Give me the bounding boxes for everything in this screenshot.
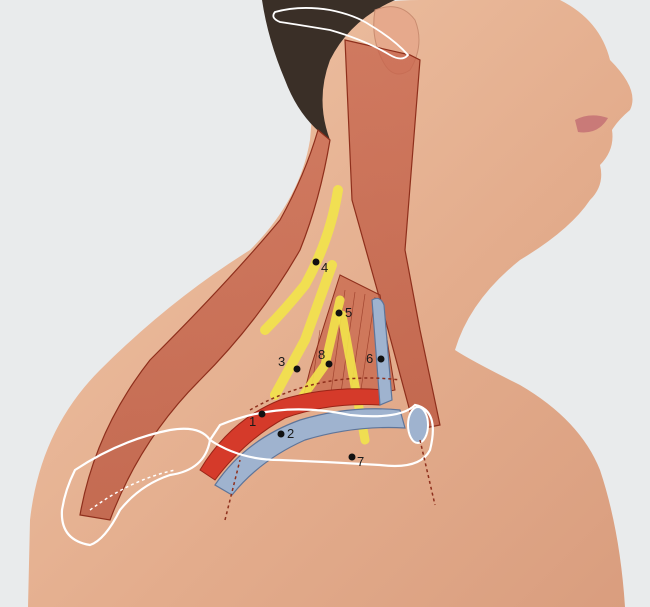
label-3: 3 — [278, 354, 285, 369]
label-dot-4 — [313, 259, 320, 266]
label-6: 6 — [366, 351, 373, 366]
label-1: 1 — [249, 414, 256, 429]
label-4: 4 — [321, 260, 328, 275]
clavicle-end-medial — [408, 407, 428, 443]
label-dot-2 — [278, 431, 285, 438]
label-5: 5 — [345, 305, 352, 320]
label-dot-1 — [259, 411, 266, 418]
label-2: 2 — [287, 426, 294, 441]
label-dot-8 — [326, 361, 333, 368]
label-8: 8 — [318, 347, 325, 362]
label-dot-6 — [378, 356, 385, 363]
label-dot-3 — [294, 366, 301, 373]
label-dot-5 — [336, 310, 343, 317]
label-dot-7 — [349, 454, 356, 461]
label-7: 7 — [357, 454, 364, 469]
